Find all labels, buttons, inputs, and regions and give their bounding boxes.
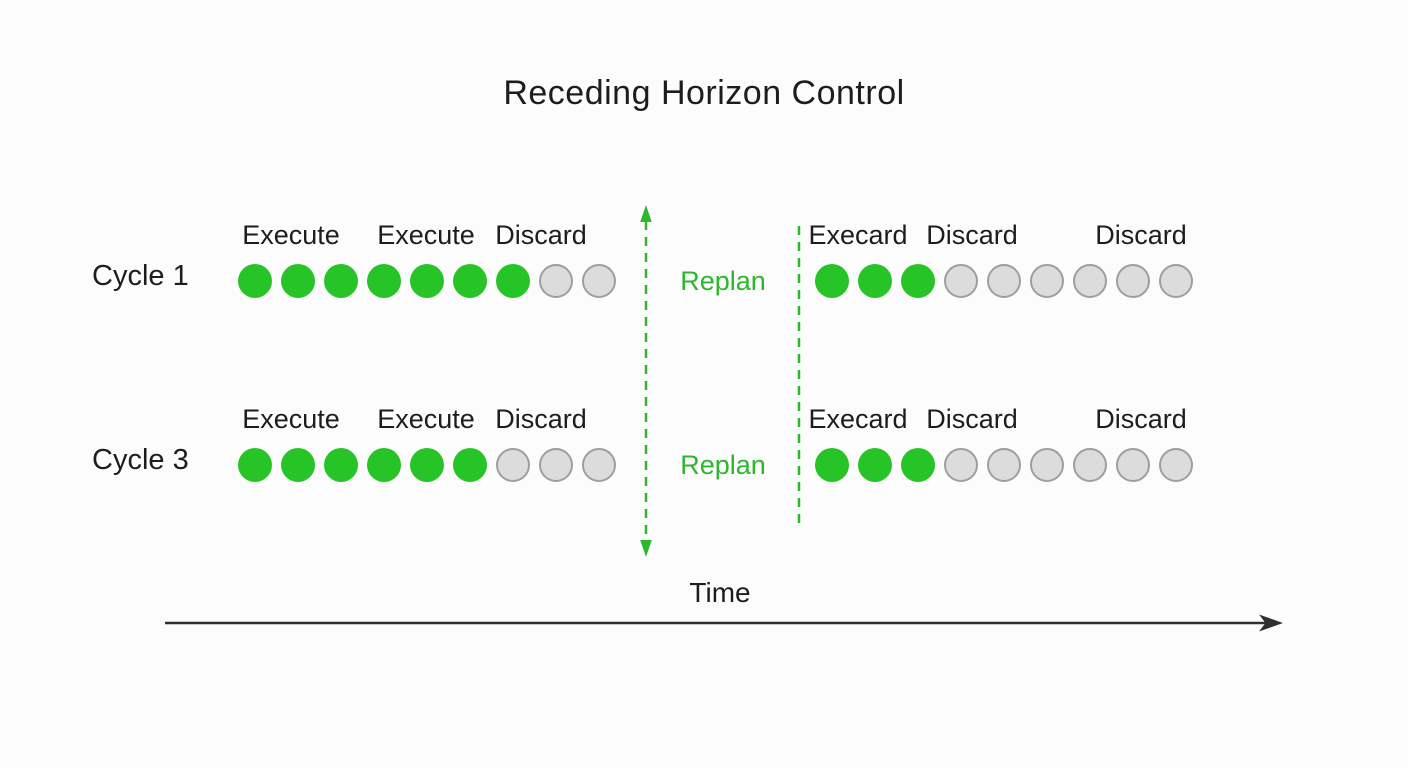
action-dot-discarded: [1073, 264, 1107, 298]
cycle-row-2: Cycle 3 Execute Execute Discard Replan Exe…: [0, 404, 1408, 524]
segment-label: Execute: [242, 404, 340, 434]
action-dot-discarded: [582, 264, 616, 298]
segment-label: Discard: [926, 404, 1018, 434]
segment-label: Discard: [926, 220, 1018, 250]
action-dot-discarded: [1159, 264, 1193, 298]
action-dot-discarded: [1159, 448, 1193, 482]
segment-label: Execute: [377, 220, 475, 250]
segment-label: Discard: [1095, 404, 1187, 434]
action-dot-executed: [367, 264, 401, 298]
segment-label: Execard: [808, 220, 908, 250]
action-dot-executed: [410, 448, 444, 482]
left-dot-row: [238, 448, 616, 482]
action-dot-executed: [367, 448, 401, 482]
replan-label: Replan: [680, 266, 766, 296]
right-dot-row: [815, 448, 1193, 482]
action-dot-discarded: [987, 448, 1021, 482]
action-dot-executed: [901, 448, 935, 482]
action-dot-discarded: [944, 448, 978, 482]
action-dot-executed: [858, 448, 892, 482]
action-dot-executed: [281, 448, 315, 482]
right-dot-row: [815, 264, 1193, 298]
replan-label: Replan: [680, 450, 766, 480]
action-dot-discarded: [1116, 448, 1150, 482]
action-dot-executed: [453, 448, 487, 482]
action-dot-discarded: [582, 448, 616, 482]
segment-label: Discard: [495, 220, 587, 250]
segment-label: Execute: [377, 404, 475, 434]
cycle-label: Cycle 1: [92, 260, 189, 292]
action-dot-discarded: [1073, 448, 1107, 482]
action-dot-executed: [453, 264, 487, 298]
cycle-label: Cycle 3: [92, 444, 189, 476]
left-segment-labels: Execute Execute Discard: [0, 220, 1408, 250]
action-dot-executed: [410, 264, 444, 298]
action-dot-executed: [324, 448, 358, 482]
right-segment-labels: Execard Discard Discard: [0, 220, 1408, 250]
action-dot-executed: [815, 264, 849, 298]
segment-label: Discard: [1095, 220, 1187, 250]
left-segment-labels: Execute Execute Discard: [0, 404, 1408, 434]
action-dot-executed: [238, 264, 272, 298]
time-axis-arrow: [165, 614, 1283, 632]
diagram-title: Receding Horizon Control: [503, 74, 905, 112]
segment-label: Discard: [495, 404, 587, 434]
action-dot-executed: [324, 264, 358, 298]
action-dot-executed: [496, 264, 530, 298]
action-dot-discarded: [539, 448, 573, 482]
action-dot-executed: [858, 264, 892, 298]
cycle-row-1: Cycle 1 Execute Execute Discard Replan Exe…: [0, 220, 1408, 340]
right-segment-labels: Execard Discard Discard: [0, 404, 1408, 434]
action-dot-executed: [281, 264, 315, 298]
action-dot-discarded: [1030, 448, 1064, 482]
left-dot-row: [238, 264, 616, 298]
action-dot-executed: [901, 264, 935, 298]
action-dot-discarded: [1030, 264, 1064, 298]
action-dot-discarded: [944, 264, 978, 298]
segment-label: Execard: [808, 404, 908, 434]
action-dot-discarded: [987, 264, 1021, 298]
time-axis-label: Time: [689, 577, 751, 608]
action-dot-executed: [815, 448, 849, 482]
segment-label: Execute: [242, 220, 340, 250]
action-dot-discarded: [1116, 264, 1150, 298]
action-dot-discarded: [539, 264, 573, 298]
action-dot-executed: [238, 448, 272, 482]
action-dot-discarded: [496, 448, 530, 482]
